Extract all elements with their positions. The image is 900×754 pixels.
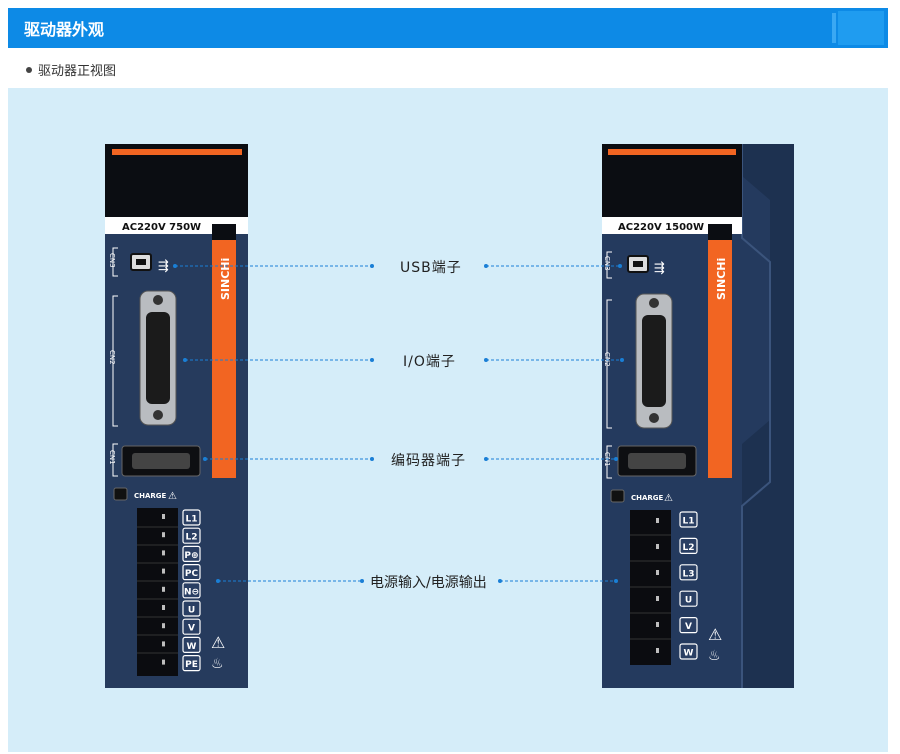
- terminal-screw: [656, 648, 659, 653]
- model-label-1500w: AC220V 1500W: [618, 222, 704, 233]
- warning-icon: ⚠: [708, 625, 722, 644]
- terminal-label: W: [684, 649, 694, 659]
- terminal-label-box: [182, 654, 201, 672]
- callout-io: I/O端子: [401, 351, 458, 371]
- warning-icon: ⚠: [664, 493, 673, 504]
- terminal-label-box: [182, 545, 201, 563]
- section-header: 驱动器外观: [8, 8, 888, 48]
- leader-lines: [175, 265, 622, 582]
- leader-dots: [173, 264, 624, 583]
- terminal-screw: [162, 532, 165, 538]
- terminal-label-box: [679, 590, 698, 607]
- port-label-cn3: CN3: [108, 253, 116, 268]
- terminal-label: L2: [683, 543, 695, 553]
- port-label-cn3: CN3: [603, 256, 611, 271]
- terminal-label-box: [182, 563, 201, 581]
- usb-icon: ⇶: [654, 261, 665, 276]
- terminal-screw: [656, 570, 659, 575]
- terminal-block: [137, 508, 178, 676]
- terminal-screw: [162, 550, 165, 556]
- hot-surface-icon: ♨: [708, 648, 721, 664]
- terminal-label: U: [685, 596, 692, 606]
- drive-750w: AC220V 750W SINCHi CN3 ⇶ CN2 CN1 CHARGE …: [105, 144, 248, 688]
- port-label-cn1: CN1: [108, 450, 116, 465]
- terminal-label-box: [182, 509, 201, 526]
- terminal-screw: [656, 518, 659, 523]
- terminal-screw: [162, 659, 165, 665]
- terminal-screw: [656, 596, 659, 601]
- warning-icon: ⚠: [168, 491, 177, 502]
- terminal-screw: [162, 586, 165, 592]
- terminal-label: W: [187, 642, 197, 652]
- terminal-label: PE: [185, 660, 198, 670]
- terminal-label: V: [188, 624, 195, 634]
- terminal-screw: [162, 514, 165, 519]
- terminal-label: PC: [185, 569, 199, 579]
- terminal-label-box: [679, 537, 698, 555]
- model-label-750w: AC220V 750W: [122, 222, 201, 233]
- terminal-label-box: [679, 511, 698, 528]
- section-title: 驱动器外观: [24, 20, 105, 39]
- terminal-label: V: [685, 622, 692, 632]
- bullet-icon: [26, 66, 32, 73]
- terminal-label-box: [182, 636, 201, 654]
- charge-label: CHARGE: [134, 492, 167, 500]
- callout-encoder: 编码器端子: [389, 450, 468, 470]
- terminal-label-box: [182, 618, 201, 635]
- terminal-screw: [656, 622, 659, 627]
- terminal-label-box: [679, 643, 698, 660]
- port-label-cn2: CN2: [108, 350, 116, 365]
- subtitle-row: 驱动器正视图: [26, 60, 116, 79]
- terminal-label: P⊕: [184, 551, 198, 561]
- brand-logo: SINCHi: [219, 258, 232, 300]
- drive-1500w: AC220V 1500W SINCHi CN3 ⇶ CN2 CN1 CHARGE…: [602, 144, 794, 688]
- terminal-label-box: [679, 564, 698, 581]
- port-label-cn2: CN2: [603, 352, 611, 367]
- terminal-label-box: [679, 616, 698, 634]
- usb-icon: ⇶: [158, 259, 169, 274]
- terminal-label-box: [182, 527, 201, 544]
- warning-icon: ⚠: [211, 633, 225, 652]
- terminal-label-box: [182, 582, 201, 599]
- charge-label: CHARGE: [631, 494, 664, 502]
- terminal-label: L2: [186, 533, 198, 543]
- terminal-screw: [162, 568, 165, 574]
- charge-led: [113, 487, 128, 501]
- subtitle-text: 驱动器正视图: [38, 64, 117, 79]
- terminal-label: L3: [683, 569, 695, 579]
- brand-strip: [212, 240, 236, 478]
- terminal-label: N⊖: [184, 587, 199, 597]
- terminal-label-box: [182, 600, 201, 617]
- callout-power: 电源输入/电源输出: [368, 572, 489, 592]
- terminal-label: L1: [186, 515, 198, 525]
- brand-logo: SINCHi: [715, 258, 728, 300]
- terminal-screw: [162, 605, 165, 610]
- terminal-screw: [162, 641, 165, 647]
- charge-led: [610, 489, 625, 503]
- terminal-label: U: [188, 606, 195, 616]
- terminal-screw: [162, 623, 165, 629]
- terminal-label: L1: [683, 517, 695, 527]
- terminal-screw: [656, 544, 659, 549]
- header-decoration: [832, 11, 884, 45]
- brand-strip: [708, 240, 732, 478]
- hot-surface-icon: ♨: [211, 656, 224, 672]
- callout-usb: USB端子: [398, 257, 464, 277]
